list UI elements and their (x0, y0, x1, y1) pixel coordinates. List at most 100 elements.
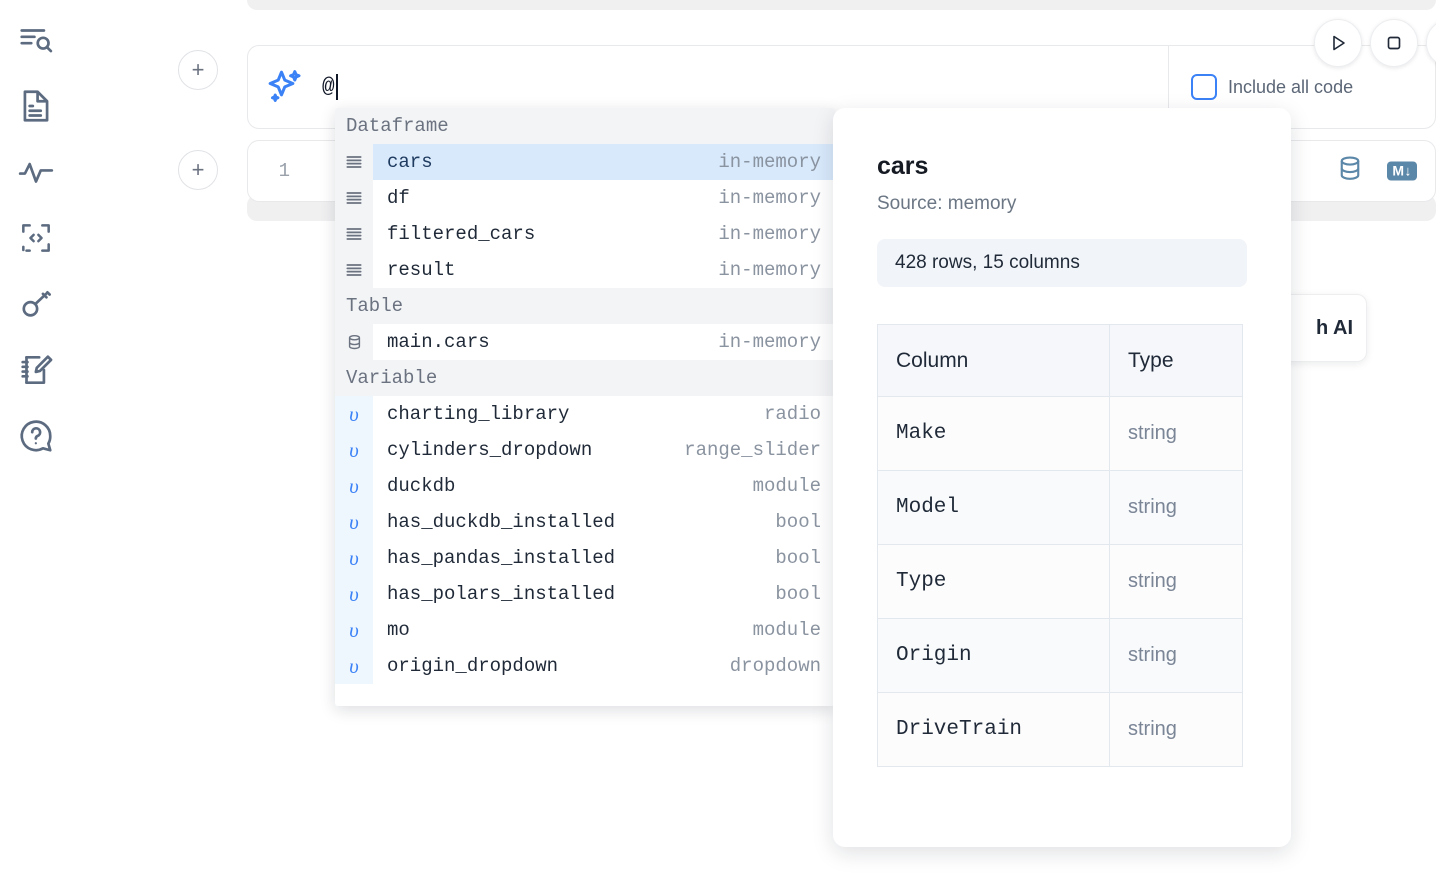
schema-column-type: string (1109, 396, 1243, 471)
autocomplete-item-kind: in-memory (718, 331, 821, 353)
autocomplete-item-name: cars (387, 151, 433, 173)
autocomplete-item-kind: in-memory (718, 259, 821, 281)
autocomplete-item-name: filtered_cars (387, 223, 536, 245)
variable-icon: υ (335, 612, 373, 648)
dataframe-icon (335, 252, 373, 288)
document-icon[interactable] (14, 84, 58, 128)
autocomplete-item-kind: radio (763, 403, 821, 425)
schema-column-type: string (1109, 618, 1243, 693)
database-icon[interactable] (1335, 154, 1365, 189)
autocomplete-item[interactable]: cars in-memory (335, 144, 835, 180)
variable-icon: υ (335, 540, 373, 576)
left-icon-rail (0, 0, 72, 874)
key-icon[interactable] (14, 282, 58, 326)
variable-icon: υ (335, 432, 373, 468)
variable-icon: υ (335, 468, 373, 504)
table-icon (335, 324, 373, 360)
run-button[interactable] (1314, 19, 1362, 67)
autocomplete-item-name: charting_library (387, 403, 570, 425)
autocomplete-item-name: duckdb (387, 475, 456, 497)
checkbox-box[interactable] (1191, 74, 1217, 100)
ai-prompt-value: @ (322, 75, 335, 99)
explore-search-icon[interactable] (14, 18, 58, 62)
markdown-badge[interactable]: M↓ (1387, 161, 1417, 181)
autocomplete-item-kind: in-memory (718, 151, 821, 173)
column-header-column: Column (877, 324, 1110, 397)
line-number: 1 (278, 160, 290, 182)
include-all-code-checkbox[interactable]: Include all code (1191, 74, 1353, 100)
column-header-type: Type (1109, 324, 1243, 397)
generate-with-ai-label: h AI (1315, 316, 1353, 339)
plus-icon: + (191, 157, 205, 182)
autocomplete-item-kind: bool (775, 583, 821, 605)
ai-prompt-input[interactable]: @ (322, 46, 1168, 128)
autocomplete-item[interactable]: main.cars in-memory (335, 324, 835, 360)
autocomplete-item[interactable]: υ cylinders_dropdown range_slider (335, 432, 835, 468)
notebook-edit-icon[interactable] (14, 348, 58, 392)
dataframe-icon (335, 180, 373, 216)
activity-icon[interactable] (14, 150, 58, 194)
autocomplete-group-header: Table (335, 288, 835, 324)
autocomplete-group-header: Variable (335, 360, 835, 396)
help-chat-icon[interactable] (14, 414, 58, 458)
sparkles-icon (248, 66, 322, 108)
preview-source: Source: memory (877, 193, 1017, 214)
autocomplete-item-name: has_pandas_installed (387, 547, 616, 569)
autocomplete-item-name: mo (387, 619, 410, 641)
autocomplete-item-kind: in-memory (718, 223, 821, 245)
schema-column-name: Make (877, 396, 1110, 471)
autocomplete-item-kind: bool (775, 547, 821, 569)
autocomplete-item-kind: module (752, 619, 821, 641)
autocomplete-item-name: df (387, 187, 410, 209)
autocomplete-item-kind: in-memory (718, 187, 821, 209)
variable-icon: υ (335, 504, 373, 540)
autocomplete-item-kind: dropdown (729, 655, 821, 677)
autocomplete-item-kind: range_slider (684, 439, 821, 461)
embed-code-icon[interactable] (14, 216, 58, 260)
dataframe-icon (335, 216, 373, 252)
add-cell-button-top[interactable]: + (178, 50, 218, 90)
dataframe-icon (335, 144, 373, 180)
schema-column-name: Origin (877, 618, 1110, 693)
autocomplete-item-name: result (387, 259, 456, 281)
include-all-code-label: Include all code (1228, 76, 1354, 97)
generate-with-ai-card[interactable]: h AI (1281, 294, 1367, 362)
dataset-preview-panel: cars Source: memory 428 rows, 15 columns… (833, 108, 1291, 847)
autocomplete-item-name: origin_dropdown (387, 655, 559, 677)
autocomplete-item-name: cylinders_dropdown (387, 439, 593, 461)
variable-icon: υ (335, 576, 373, 612)
autocomplete-item[interactable]: filtered_cars in-memory (335, 216, 835, 252)
autocomplete-item-name: main.cars (387, 331, 490, 353)
preview-title: cars (877, 152, 929, 180)
autocomplete-item[interactable]: result in-memory (335, 252, 835, 288)
autocomplete-item[interactable]: υ has_pandas_installed bool (335, 540, 835, 576)
autocomplete-item-name: has_duckdb_installed (387, 511, 616, 533)
cell-shell-top (247, 0, 1436, 10)
autocomplete-item[interactable]: df in-memory (335, 180, 835, 216)
stop-button[interactable] (1370, 19, 1418, 67)
schema-column-name: Type (877, 544, 1110, 619)
table-header-row: Column Type (877, 324, 1243, 397)
autocomplete-item-kind: module (752, 475, 821, 497)
schema-column-type: string (1109, 692, 1243, 767)
text-caret (335, 74, 338, 100)
schema-column-type: string (1109, 544, 1243, 619)
schema-column-name: Model (877, 470, 1110, 545)
autocomplete-group-header: Dataframe (335, 108, 835, 144)
add-cell-button-bottom[interactable]: + (178, 150, 218, 190)
cell-action-icons: M↓ (1335, 154, 1417, 189)
